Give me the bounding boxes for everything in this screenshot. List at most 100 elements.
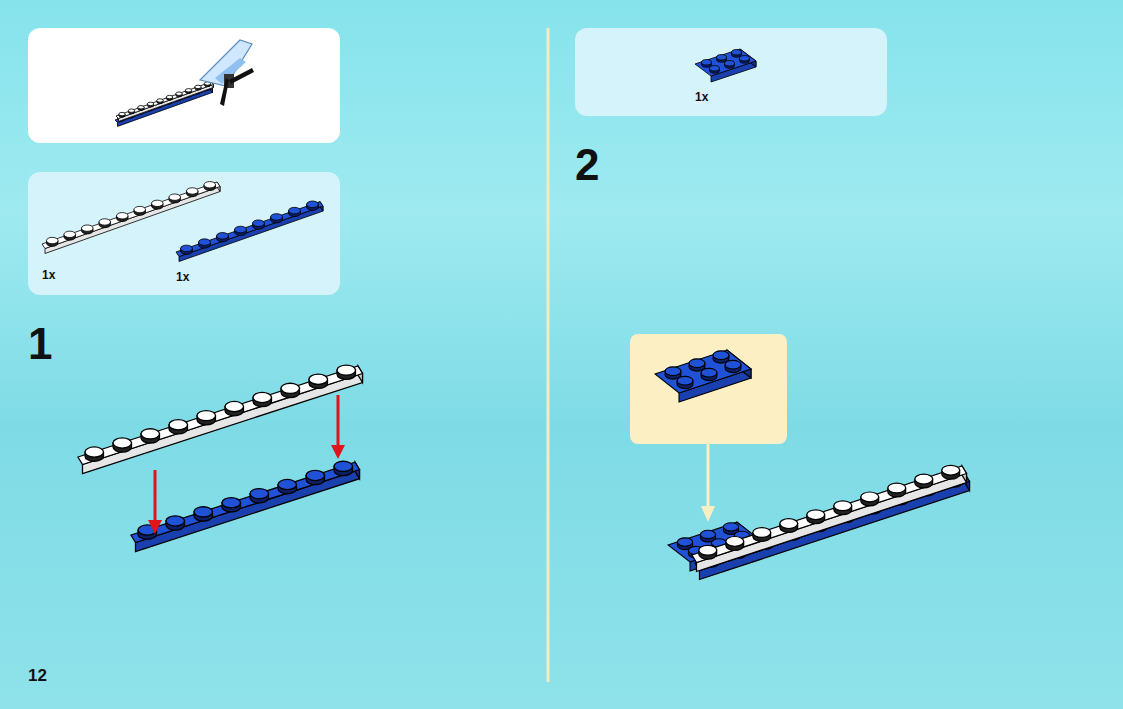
placement-arrow-head: [331, 445, 345, 459]
stud-top: [726, 536, 744, 546]
stud-top: [138, 106, 144, 109]
plate-side: [83, 374, 363, 474]
stud-top: [942, 465, 960, 475]
stud-top: [725, 61, 735, 66]
placement-arrow: [154, 470, 157, 522]
stud-top: [306, 470, 324, 480]
stud-top: [337, 365, 355, 375]
plate-side: [697, 474, 967, 572]
stud-top: [732, 50, 742, 55]
plate-side: [118, 88, 213, 126]
plate-top: [131, 462, 360, 542]
stud-top: [861, 492, 879, 502]
parts-panel: 1x: [575, 28, 887, 116]
plate-side: [119, 84, 214, 121]
callout-box: [630, 334, 787, 444]
plate-top: [695, 49, 756, 76]
stud-top: [128, 109, 134, 112]
stud-top: [85, 447, 103, 457]
stud-top: [141, 429, 159, 439]
part-quantity: 1x: [695, 90, 708, 104]
stud-top: [278, 479, 296, 489]
part-drawing: [575, 28, 887, 116]
stud-top: [334, 461, 352, 471]
stud-top: [166, 516, 184, 526]
plate-top: [116, 82, 214, 118]
stud-top: [222, 498, 240, 508]
stud-top: [689, 359, 705, 368]
stud-top: [199, 239, 211, 246]
plate-top: [176, 202, 323, 257]
stud-top: [289, 207, 301, 214]
stud-top: [753, 528, 771, 538]
stud-top: [81, 225, 93, 231]
stud-top: [181, 245, 193, 252]
stud-top: [176, 92, 182, 95]
callout-arrow: [707, 444, 710, 508]
stud-top: [271, 214, 283, 221]
stud-top: [702, 60, 712, 65]
placement-arrow-head: [148, 520, 162, 534]
parts-panel: 1x 1x: [28, 172, 340, 295]
plate-top: [695, 474, 970, 571]
stud-top: [710, 66, 720, 71]
stud-top: [700, 530, 715, 538]
stud-top: [197, 411, 215, 421]
stud-top: [250, 489, 268, 499]
stud-top: [701, 368, 717, 377]
stud-top: [253, 220, 265, 227]
stud-top: [113, 438, 131, 448]
stud-top: [713, 351, 729, 360]
stud-top: [99, 219, 111, 225]
stud-top: [151, 200, 163, 206]
stud-top: [186, 188, 198, 194]
divider: [547, 28, 550, 682]
stud-top: [235, 226, 247, 233]
stud-top: [915, 474, 933, 484]
callout-arrow-head: [701, 506, 715, 522]
part-quantity: 1x: [176, 270, 189, 284]
stud-top: [119, 112, 125, 115]
stud-top: [665, 367, 681, 376]
stud-top: [677, 538, 692, 546]
stud-top: [307, 201, 319, 208]
plate-top: [42, 182, 220, 249]
stud-top: [253, 392, 271, 402]
propeller-blade: [229, 68, 254, 84]
stud-top: [217, 233, 229, 240]
part-quantity: 1x: [42, 268, 55, 282]
stud-top: [116, 213, 128, 219]
stud-top: [717, 55, 727, 60]
stud-top: [677, 376, 693, 385]
stud-top: [134, 206, 146, 212]
plate-side: [700, 482, 970, 580]
plate-top: [655, 350, 751, 393]
plate-top: [692, 466, 967, 563]
lego-parts: [78, 40, 970, 580]
propeller-blade: [220, 78, 229, 106]
stud-top: [740, 56, 750, 61]
stud-top: [807, 510, 825, 520]
plate-side: [179, 206, 323, 261]
step-number: 2: [575, 143, 599, 187]
stud-top: [195, 85, 201, 88]
page-number: 12: [28, 667, 47, 684]
stud-top: [834, 501, 852, 511]
placement-arrow: [337, 395, 340, 447]
stud-top: [699, 545, 717, 555]
stud-top: [194, 507, 212, 517]
stud-top: [185, 89, 191, 92]
stud-top: [169, 194, 181, 200]
stud-top: [46, 237, 58, 243]
plate-side: [136, 470, 360, 552]
stud-top: [166, 95, 172, 98]
stud-top: [147, 102, 153, 105]
stud-top: [204, 182, 216, 188]
stud-top: [309, 374, 327, 384]
stud-top: [780, 519, 798, 529]
stud-top: [157, 99, 163, 102]
plate-side: [45, 187, 220, 254]
preview-panel: [28, 28, 340, 143]
plate-top: [78, 366, 363, 465]
